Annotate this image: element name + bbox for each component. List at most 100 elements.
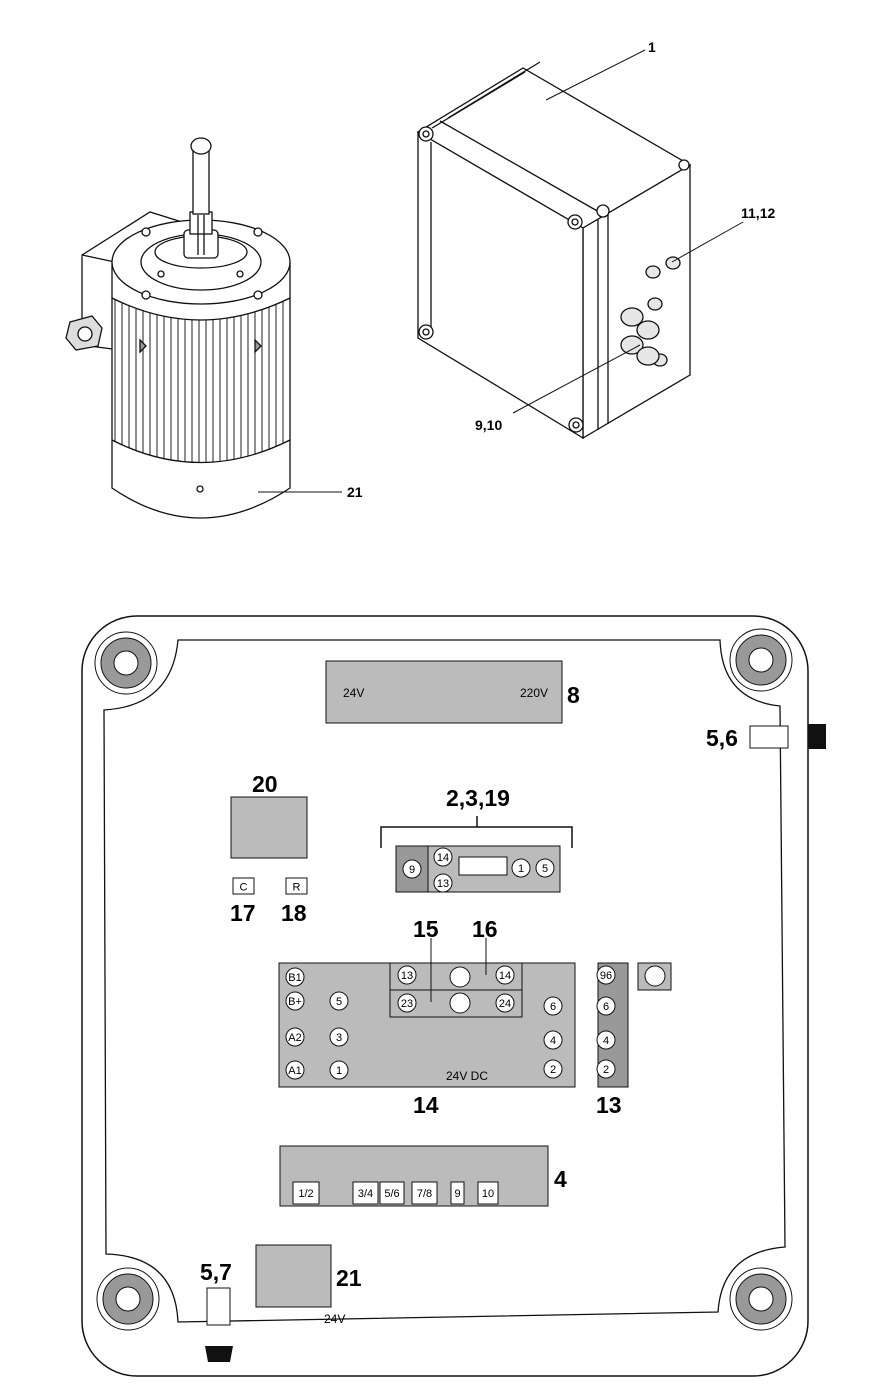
aux-terminal-24: 24 — [499, 998, 511, 1010]
enclosure-drawing — [416, 61, 692, 440]
contactor-terminal-5: 5 — [336, 996, 342, 1008]
aux-top-screw — [449, 966, 471, 988]
contactor-terminal-6: 6 — [550, 1001, 556, 1013]
contactor-terminal-bplus: B+ — [288, 996, 302, 1008]
contactor-terminal-bplus-marker — [285, 991, 305, 1011]
strip-terminal-7-8-box — [411, 1181, 438, 1205]
overload-terminal-4-marker — [596, 1030, 616, 1050]
mounting-hole-top-right — [729, 628, 793, 692]
timer-terminal-9: 9 — [409, 864, 415, 876]
overload-terminal-2: 2 — [603, 1064, 609, 1076]
contactor-terminal-b1-marker — [285, 967, 305, 987]
aux-terminal-13: 13 — [401, 970, 413, 982]
aux-terminal-24-marker — [495, 993, 515, 1013]
label-18: 18 — [281, 900, 307, 926]
panel-outline — [81, 615, 809, 1377]
motor-drawing — [65, 137, 291, 519]
contactor-terminal-2-marker — [543, 1059, 563, 1079]
contactor-voltage: 24V DC — [446, 1069, 488, 1083]
leader-line-1 — [545, 49, 646, 101]
indicator-r-box — [285, 877, 308, 895]
right-switch-knob — [808, 724, 826, 749]
mounting-hole-bottom-left — [96, 1267, 160, 1331]
overload-reset-button — [644, 965, 666, 987]
bottom-switch-knob — [205, 1346, 233, 1362]
mounting-holes — [94, 628, 793, 1331]
contactor-terminal-4: 4 — [550, 1035, 556, 1047]
callout-labels: 1 11,12 9,10 21 8 24V 220V 5,6 20 C R 17… — [200, 39, 775, 1326]
callout-21-motor: 21 — [347, 484, 363, 500]
strip-terminal-9-box — [450, 1181, 465, 1205]
label-5-7: 5,7 — [200, 1259, 232, 1285]
mounting-hole-top-left — [94, 631, 158, 695]
leader-line-11-12 — [671, 221, 744, 263]
strip-terminal-3-4-box — [352, 1181, 379, 1205]
indicator-c-letter: C — [240, 882, 248, 894]
aux-bottom-screw — [449, 992, 471, 1014]
contactor-terminal-5-marker — [329, 991, 349, 1011]
label-20: 20 — [252, 771, 278, 797]
overload-terminal-2-marker — [596, 1059, 616, 1079]
contactor-terminal-1: 1 — [336, 1065, 342, 1077]
timer-terminal-5: 5 — [542, 863, 548, 875]
strip-terminal-1-2-box — [292, 1181, 320, 1205]
label-5-6: 5,6 — [706, 725, 738, 751]
strip-terminal-10: 10 — [482, 1188, 494, 1200]
overload-terminal-6: 6 — [603, 1001, 609, 1013]
label-16: 16 — [472, 916, 498, 942]
strip-terminal-10-box — [477, 1181, 499, 1205]
contactor-terminal-4-marker — [543, 1030, 563, 1050]
timer-terminal-5-marker — [535, 858, 555, 878]
mounting-hole-bottom-right — [729, 1267, 793, 1331]
strip-terminal-9: 9 — [454, 1188, 460, 1200]
timer-terminal-14: 14 — [437, 852, 449, 864]
module-21-block — [255, 1244, 332, 1308]
label-14: 14 — [413, 1092, 439, 1118]
overload-terminal-96-marker — [596, 965, 616, 985]
indicator-c-box — [232, 877, 255, 895]
relay-20-block — [230, 796, 308, 859]
overload-terminal-4: 4 — [603, 1035, 609, 1047]
aux-terminal-23: 23 — [401, 998, 413, 1010]
contactor-terminal-a1: A1 — [288, 1065, 301, 1077]
module-21-voltage: 24V — [324, 1312, 345, 1326]
callout-11-12: 11,12 — [741, 205, 775, 221]
strip-terminal-5-6-box — [379, 1181, 405, 1205]
timer-terminal-13-marker — [433, 873, 453, 893]
timer-terminal-13: 13 — [437, 878, 449, 890]
contactor-terminal-3: 3 — [336, 1032, 342, 1044]
strip-terminal-7-8: 7/8 — [417, 1188, 432, 1200]
label-4: 4 — [554, 1166, 567, 1192]
label-2-3-19: 2,3,19 — [446, 785, 510, 811]
contactor-terminal-a1-marker — [285, 1060, 305, 1080]
aux-terminal-14-marker — [495, 965, 515, 985]
timer-bracket — [380, 816, 573, 848]
label-15: 15 — [413, 916, 439, 942]
contactor-terminal-3-marker — [329, 1027, 349, 1047]
contactor-terminal-6-marker — [543, 996, 563, 1016]
aux-terminal-13-marker — [397, 965, 417, 985]
callout-9-10: 9,10 — [475, 417, 502, 433]
strip-terminal-5-6: 5/6 — [384, 1188, 399, 1200]
callout-1: 1 — [648, 39, 656, 55]
aux-terminal-23-marker — [397, 993, 417, 1013]
timer-terminal-1-marker — [511, 858, 531, 878]
transformer-220v: 220V — [520, 686, 548, 700]
label-8: 8 — [567, 682, 580, 708]
contactor-terminal-a2: A2 — [288, 1032, 301, 1044]
timer-terminal-14-marker — [433, 847, 453, 867]
transformer-24v: 24V — [343, 686, 364, 700]
bottom-switch — [206, 1287, 231, 1326]
contactor-terminal-a2-marker — [285, 1027, 305, 1047]
timer-terminal-1: 1 — [518, 863, 524, 875]
label-13: 13 — [596, 1092, 622, 1118]
aux-terminal-14: 14 — [499, 970, 511, 982]
overload-terminal-96: 96 — [600, 970, 612, 982]
transformer-block — [325, 660, 563, 724]
right-switch — [749, 725, 789, 749]
contactor-terminal-1-marker — [329, 1060, 349, 1080]
strip-terminal-1-2: 1/2 — [298, 1188, 313, 1200]
leader-line-9-10 — [512, 344, 641, 414]
